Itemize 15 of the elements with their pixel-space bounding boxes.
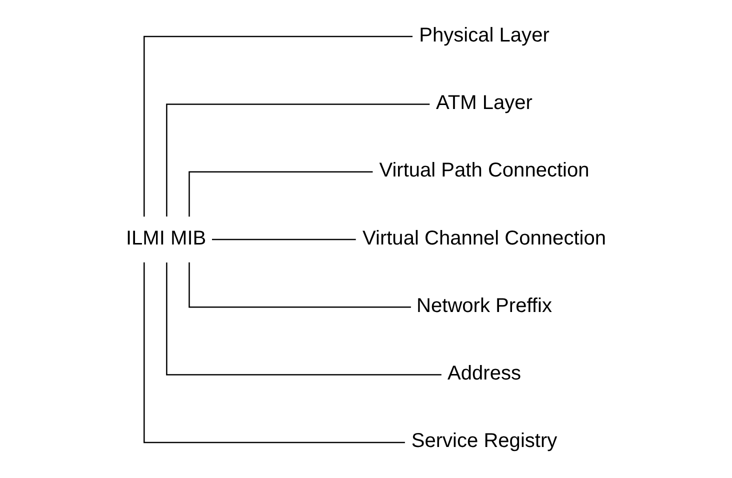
node-text: Service Registry: [410, 430, 557, 452]
connector: [143, 262, 404, 443]
node-text: ATM Layer: [436, 91, 532, 114]
connector: [188, 262, 410, 308]
connector: [166, 103, 430, 216]
connector: [212, 238, 356, 240]
connector: [188, 170, 372, 216]
node-text: Address: [447, 362, 520, 384]
node-text: Virtual Channel Connection: [362, 226, 606, 249]
node-text: ILMI MIB: [125, 226, 206, 249]
node-text: Network Preffix: [416, 294, 552, 316]
connector: [166, 262, 441, 375]
connector: [143, 35, 412, 216]
node-text: Virtual Path Connection: [378, 159, 589, 182]
node-text: Physical Layer: [418, 24, 549, 46]
